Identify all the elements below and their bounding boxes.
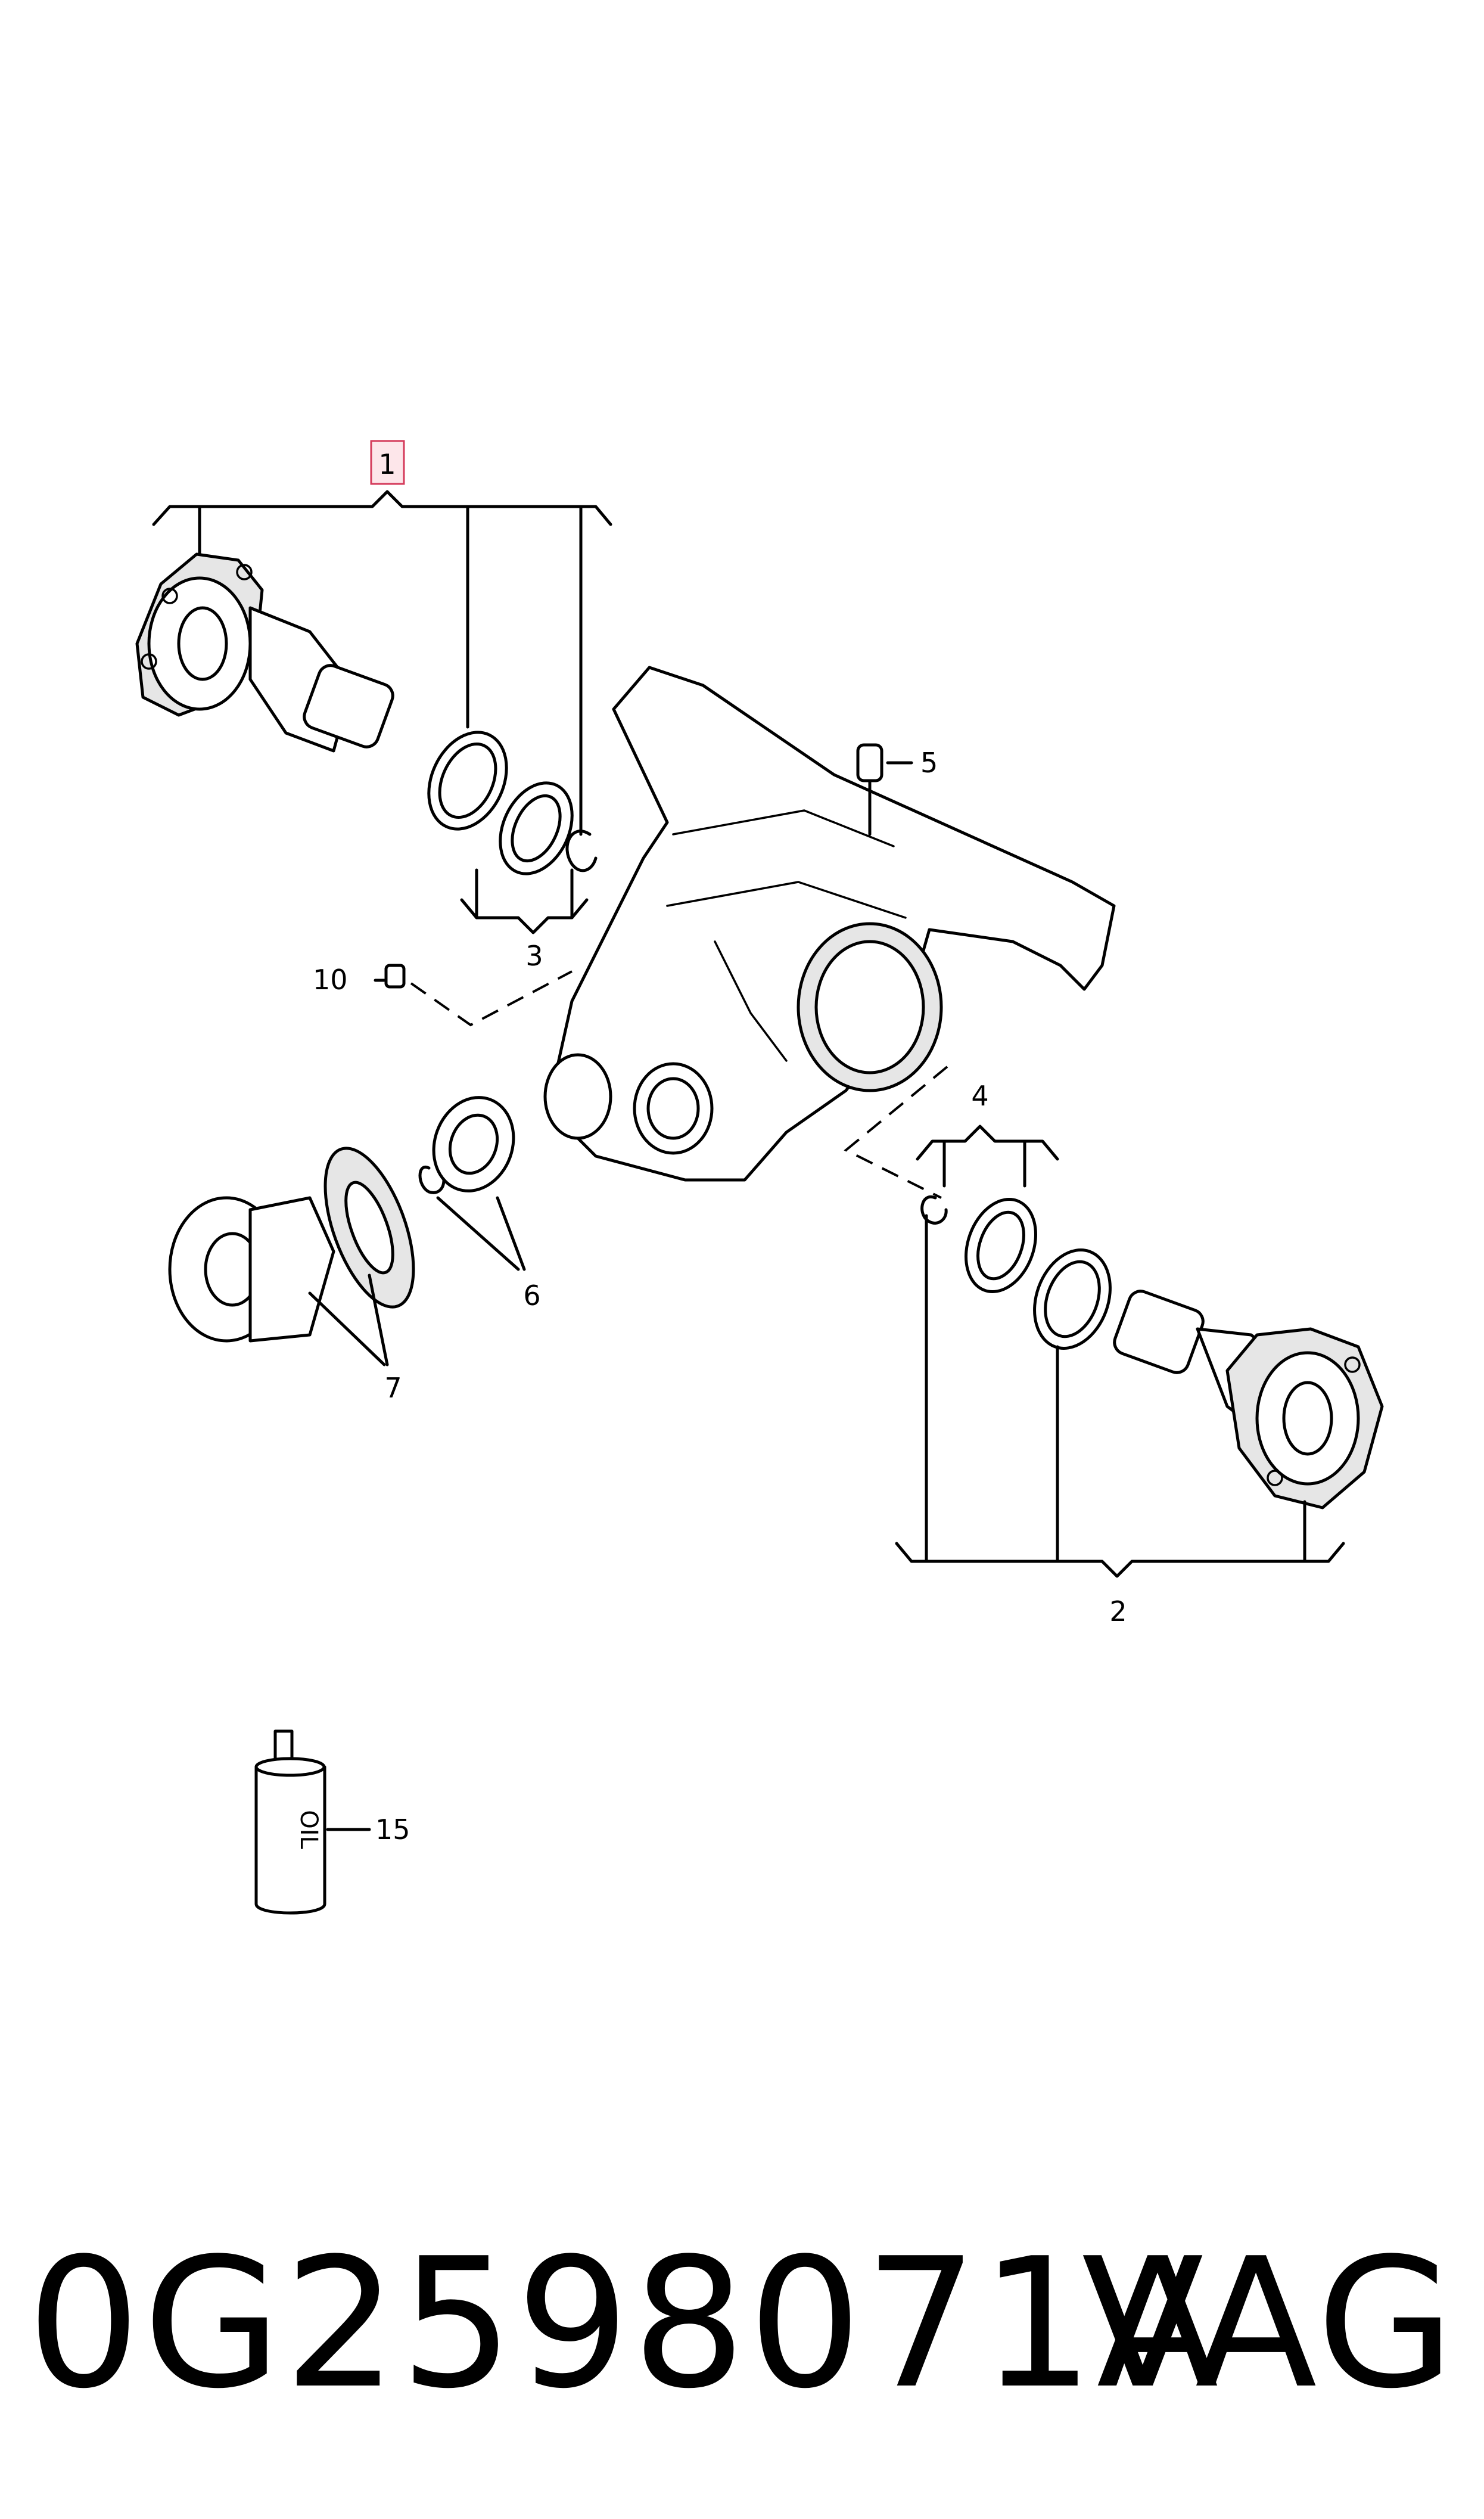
right-drive-flange [1113, 1290, 1384, 1509]
callout-2-bracket [895, 1542, 1345, 1578]
callout-2-group: 2 [895, 1214, 1345, 1627]
callout-2-label: 2 [1109, 1595, 1127, 1627]
callout-7-label: 7 [384, 1372, 402, 1404]
left-drive-flange [135, 552, 394, 753]
callout-5-label: 5 [920, 747, 938, 779]
callout-10-label: 10 [313, 964, 348, 996]
left-seal-rings [427, 731, 598, 875]
part-number: 0G2598071A [27, 2220, 1221, 2428]
footer: 0G2598071A VAG [0, 2205, 1484, 2443]
breather-valve: 5 [856, 743, 938, 836]
right-seal-rings [920, 1195, 1112, 1350]
oil-can-label: OIL [295, 1810, 322, 1849]
brand-name: VAG [1081, 2220, 1457, 2428]
callout-4-label: 4 [971, 1080, 988, 1112]
oil-container: OIL 15 [254, 1729, 410, 1915]
callout-1-group: 1 [152, 440, 612, 836]
callout-3-group: 3 [460, 868, 589, 972]
callout-4-group: 4 [844, 1066, 1059, 1199]
callout-15-label: 15 [375, 1813, 410, 1846]
bolt-10: 10 [313, 964, 573, 1027]
differential-housing [543, 666, 1116, 1182]
callout-6-label: 6 [523, 1279, 540, 1312]
callout-3-bracket [460, 898, 589, 934]
callout-1-highlight [370, 440, 405, 485]
output-flange-7: 7 [168, 1147, 415, 1404]
callout-1-label: 1 [378, 448, 396, 480]
callout-1-bracket [152, 490, 612, 526]
callout-3-label: 3 [525, 940, 543, 972]
shaft-seal-6: 6 [418, 1096, 541, 1312]
callout-4-bracket [916, 1125, 1059, 1161]
